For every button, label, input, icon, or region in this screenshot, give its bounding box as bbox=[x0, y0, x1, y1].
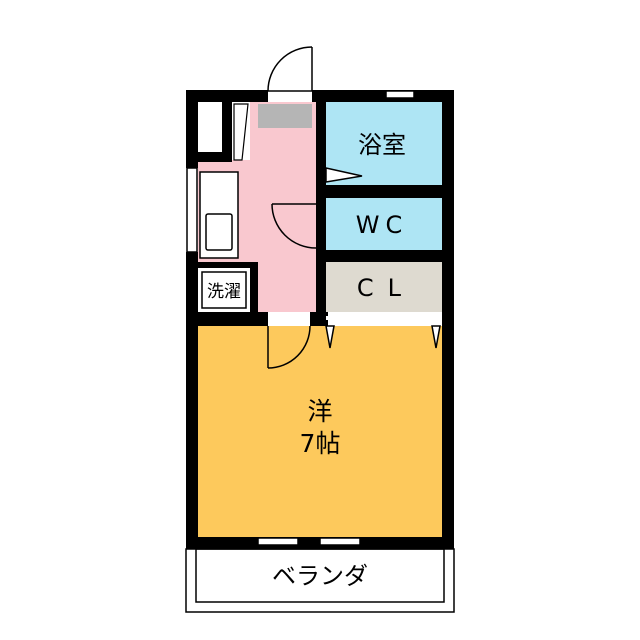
bath-door-icon bbox=[325, 167, 363, 183]
wall-bath-bottom bbox=[316, 185, 442, 198]
washer-label: 洗濯 bbox=[207, 282, 241, 302]
labels: 浴室 WC CL 洗濯 洋 7帖 ベランダ bbox=[207, 131, 415, 590]
closet-label: CL bbox=[357, 274, 415, 302]
balcony bbox=[185, 548, 455, 613]
interior-doors bbox=[267, 167, 441, 369]
kitchen-corridor-fill bbox=[250, 102, 318, 312]
western-room-fill bbox=[198, 326, 442, 537]
room-size-label: 7帖 bbox=[300, 429, 341, 458]
kitchen-counter bbox=[199, 171, 239, 259]
wall-room-top-left bbox=[186, 312, 268, 326]
wc-fill bbox=[324, 198, 442, 250]
walls bbox=[186, 90, 454, 549]
balcony-window-left bbox=[257, 537, 299, 546]
wall-left-upper bbox=[186, 90, 198, 168]
wall-right bbox=[442, 90, 454, 549]
wall-left-lower bbox=[186, 252, 198, 549]
windows bbox=[186, 90, 415, 546]
left-window bbox=[186, 167, 198, 253]
storage-unit bbox=[199, 103, 221, 151]
wc-label: WC bbox=[356, 211, 409, 239]
wc-door-icon bbox=[271, 203, 317, 249]
wall-top-right bbox=[312, 90, 454, 102]
washer-area bbox=[201, 271, 247, 309]
sink-icon bbox=[205, 213, 233, 251]
wall-washer-top bbox=[198, 262, 250, 268]
fridge-space bbox=[258, 104, 312, 128]
entrance-door bbox=[267, 46, 313, 92]
closet-door-right-icon bbox=[431, 325, 441, 349]
wall-storage-right bbox=[222, 102, 232, 160]
wall-room-top-mid bbox=[310, 312, 328, 326]
room-door-icon bbox=[267, 325, 311, 369]
balcony-window-right bbox=[319, 537, 361, 546]
wall-washer-right bbox=[250, 262, 258, 312]
wall-bath-left bbox=[316, 102, 326, 186]
wall-cl-left bbox=[316, 262, 326, 324]
wall-top-left bbox=[186, 90, 268, 102]
wall-wc-left bbox=[316, 198, 326, 250]
room-type-label: 洋 bbox=[307, 397, 332, 426]
storage-door-panel bbox=[233, 103, 249, 161]
bath-window bbox=[385, 90, 415, 99]
wall-storage-bottom bbox=[186, 152, 232, 162]
bath-label: 浴室 bbox=[358, 131, 406, 159]
wall-wc-bottom bbox=[316, 250, 442, 262]
closet-fill bbox=[326, 262, 442, 312]
balcony-label: ベランダ bbox=[272, 562, 368, 590]
closet-door-left-icon bbox=[325, 325, 335, 349]
